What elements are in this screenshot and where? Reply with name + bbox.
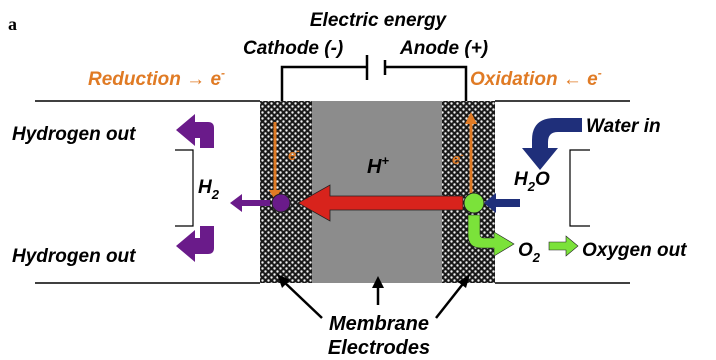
oxygen-out-curved-arrow: [467, 214, 515, 257]
anode-label: Anode (+): [399, 38, 488, 59]
cathode-wire: [280, 65, 367, 101]
reduction-label: Reduction → e-: [88, 66, 225, 90]
oxygen-molecule-dot: [463, 192, 485, 214]
hydrogen-molecule-dot: [271, 193, 291, 213]
hydrogen-chamber-outline: [175, 149, 194, 227]
anode-wire: [385, 65, 468, 101]
water-in-label: Water in: [586, 116, 661, 137]
electron-arrowhead-anode: [465, 112, 477, 124]
oxidation-label: Oxidation ← e-: [470, 66, 602, 90]
h2o-input-arrow: [484, 193, 520, 213]
pointer-anode-head: [458, 274, 470, 288]
h2o-label: H2O: [514, 169, 550, 194]
cathode-label: Cathode (-): [243, 38, 343, 59]
pointer-cathode: [281, 279, 323, 319]
oxygen-out-arrow: [548, 235, 579, 257]
cathode-electrode: [260, 101, 312, 283]
water-chamber-outline: [569, 149, 590, 227]
hydrogen-out-bottom-arrow: [176, 226, 214, 262]
electron-label-anode: e-: [452, 150, 464, 168]
hydrogen-out-top-arrow: [176, 114, 214, 148]
membrane: [312, 101, 442, 283]
h2-left-arrow: [230, 194, 270, 212]
electron-label-cathode: e-: [288, 146, 300, 164]
h2-label: H2: [198, 177, 220, 202]
hydrogen-out-top-label: Hydrogen out: [12, 124, 136, 145]
panel-tag: a: [8, 14, 17, 34]
electrodes-label: Electrodes: [328, 337, 430, 359]
pointer-anode: [435, 279, 467, 319]
o2-label: O2: [518, 240, 541, 265]
pointer-cathode-head: [277, 274, 290, 288]
electric-energy-label: Electric energy: [310, 10, 448, 31]
electron-arrowhead-cathode: [269, 190, 281, 200]
anode-electrode: [442, 101, 495, 283]
hydrogen-out-bottom-label: Hydrogen out: [12, 246, 136, 267]
water-in-arrow: [522, 118, 582, 170]
proton-arrow: [297, 184, 464, 222]
membrane-label: Membrane: [329, 313, 429, 335]
oxygen-out-label: Oxygen out: [582, 240, 687, 261]
pointer-membrane-head: [372, 276, 384, 288]
proton-label: H+: [367, 153, 389, 178]
